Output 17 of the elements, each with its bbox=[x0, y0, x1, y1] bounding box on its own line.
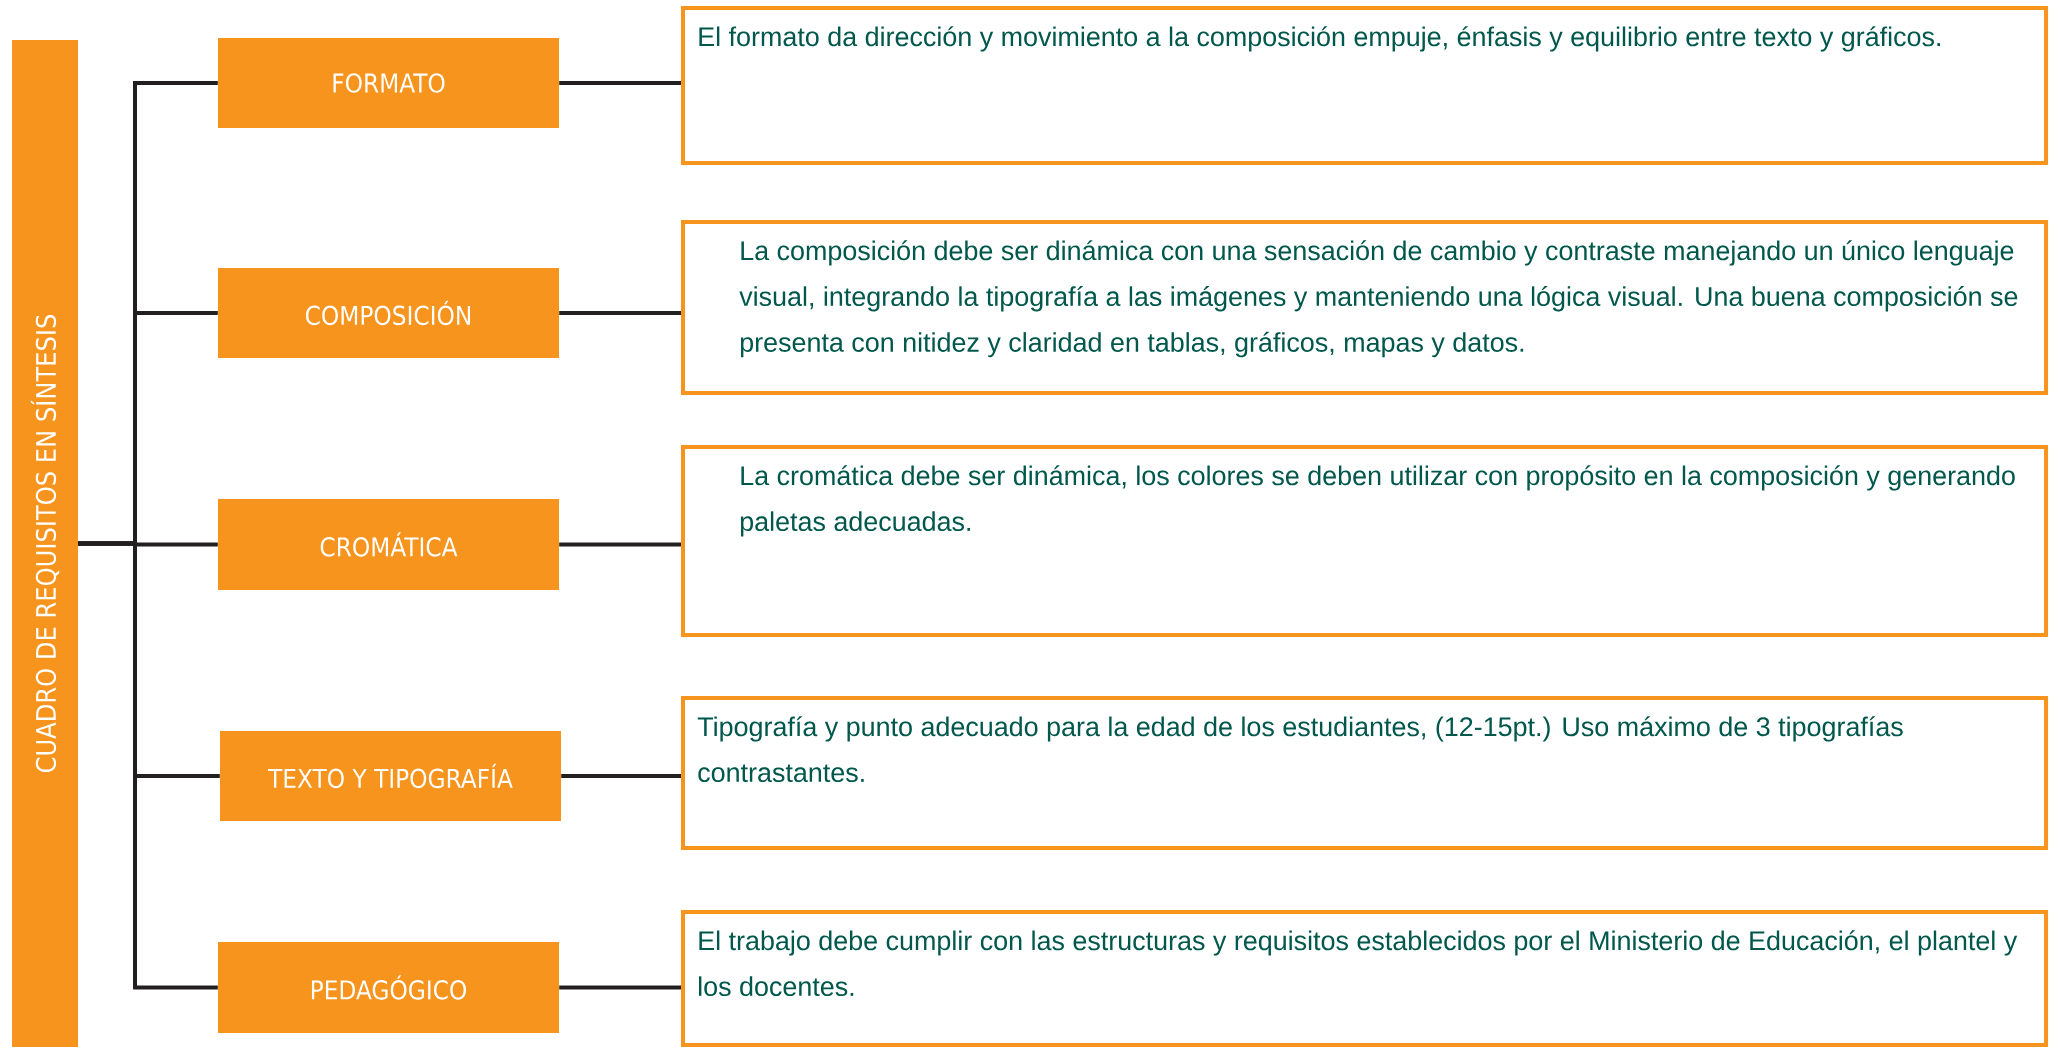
connector-line bbox=[559, 311, 681, 315]
connector-line bbox=[78, 541, 218, 990]
description-box: El formato da dirección y movimiento a la composición empuje, énfasis y equilibrio entre texto y gráficos. bbox=[681, 6, 2049, 165]
category-box: PEDAGÓGICO bbox=[218, 942, 559, 1033]
description-box: La cromática debe ser dinámica, los colores se deben utilizar con propósito en la composición y generando paletas adecuadas. bbox=[681, 445, 2049, 637]
connector-line bbox=[559, 81, 681, 85]
title-bar: CUADRO DE REQUISITOS EN SÍNTESIS bbox=[12, 40, 78, 1047]
description-box: El trabajo debe cumplir con las estructuras y requisitos establecidos por el Ministerio de Educación, el plantel y los docentes. bbox=[681, 910, 2049, 1047]
category-box: CROMÁTICA bbox=[218, 499, 559, 590]
connector-line bbox=[559, 542, 681, 547]
category-box: TEXTO Y TIPOGRAFÍA bbox=[220, 731, 561, 821]
description-box: La composición debe ser dinámica con una sensación de cambio y contraste manejando un único lenguaje visual, integrando la tipografía a las imágenes y manteniendo una lógica visual. Una buena composición se presenta con nitidez y claridad en tablas, gráficos, mapas y datos. bbox=[681, 220, 2049, 395]
connector-line bbox=[559, 985, 681, 990]
category-box: COMPOSICIÓN bbox=[218, 268, 559, 358]
connector-line bbox=[561, 774, 681, 778]
description-box: Tipografía y punto adecuado para la edad de los estudiantes, (12-15pt.) Uso máximo de 3 tipografías contrastantes. bbox=[681, 696, 2049, 850]
category-box: FORMATO bbox=[218, 38, 559, 128]
